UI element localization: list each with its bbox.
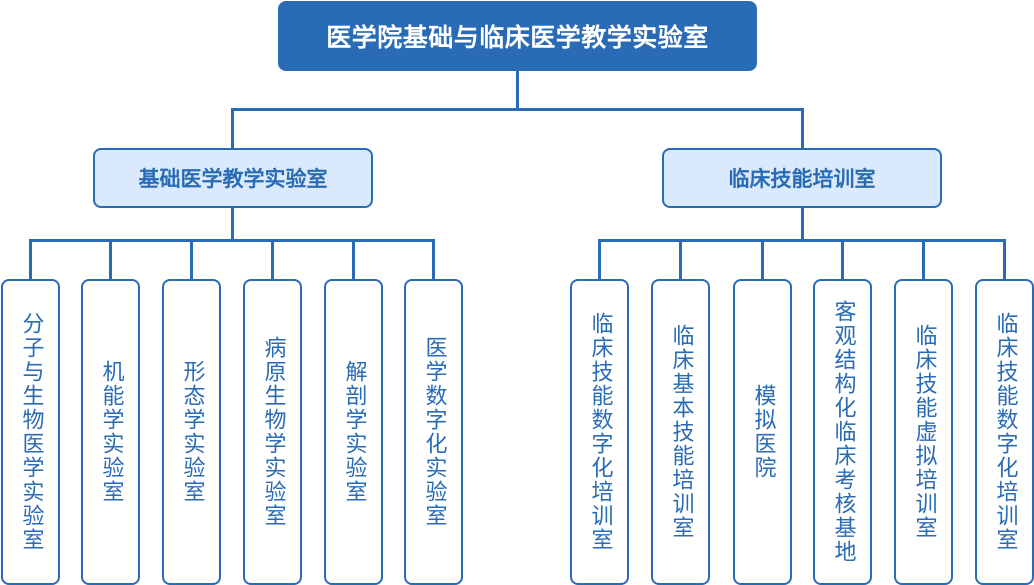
leaf-node: 临床技能数字化培训室 [570,279,629,585]
connector-leaf-drop [841,239,844,280]
leaf-node: 病原生物学实验室 [243,279,302,585]
leaf-node-label: 临床技能数字化培训室 [587,312,613,552]
leaf-node: 临床技能虚拟培训室 [894,279,953,585]
connector-leaf-drop [352,239,355,280]
leaf-node: 解剖学实验室 [324,279,383,585]
leaf-node: 形态学实验室 [162,279,221,585]
leaf-node-label: 临床技能数字化培训室 [992,312,1018,552]
branch-node-label: 基础医学教学实验室 [138,167,328,191]
leaf-node-label: 临床基本技能培训室 [668,324,694,540]
connector-leaf-drop [598,239,601,280]
leaf-node: 医学数字化实验室 [404,279,463,585]
connector-left-bus [29,239,435,242]
leaf-node: 机能学实验室 [81,279,140,585]
leaf-node: 临床基本技能培训室 [651,279,710,585]
connector-branch-right-drop [801,108,804,149]
connector-leaf-drop [432,239,435,280]
leaf-node-label: 临床技能虚拟培训室 [911,324,937,540]
connector-leaf-drop [190,239,193,280]
connector-leaf-drop [679,239,682,280]
root-node-label: 医学院基础与临床医学教学实验室 [326,23,709,52]
connector-leaf-drop [1003,239,1006,280]
leaf-node: 分子与生物医学实验室 [1,279,60,585]
leaf-node-label: 病原生物学实验室 [260,336,286,528]
connector-branch-left-drop [231,108,234,149]
branch-node-clinical-skills: 临床技能培训室 [662,148,942,208]
leaf-node-label: 客观结构化临床考核基地 [830,300,856,564]
leaf-node-label: 机能学实验室 [98,360,124,504]
connector-leaf-drop [761,239,764,280]
leaf-node-label: 解剖学实验室 [341,360,367,504]
connector-leaf-drop [109,239,112,280]
connector-leaf-drop [29,239,32,280]
connector-leaf-drop [271,239,274,280]
leaf-node: 客观结构化临床考核基地 [813,279,872,585]
connector-leaf-drop [922,239,925,280]
connector-root-stem [516,71,519,111]
branch-node-basic-medicine: 基础医学教学实验室 [93,148,373,208]
leaf-node: 模拟医院 [733,279,792,585]
branch-node-label: 临床技能培训室 [728,167,876,191]
root-node: 医学院基础与临床医学教学实验室 [278,1,757,71]
leaf-node: 临床技能数字化培训室 [975,279,1034,585]
connector-root-bus [231,108,804,111]
connector-left-stem [231,206,234,242]
leaf-node-label: 形态学实验室 [179,360,205,504]
connector-right-bus [598,239,1006,242]
leaf-node-label: 医学数字化实验室 [421,336,447,528]
connector-right-stem [801,206,804,242]
leaf-node-label: 模拟医院 [750,384,776,480]
leaf-node-label: 分子与生物医学实验室 [18,312,44,552]
